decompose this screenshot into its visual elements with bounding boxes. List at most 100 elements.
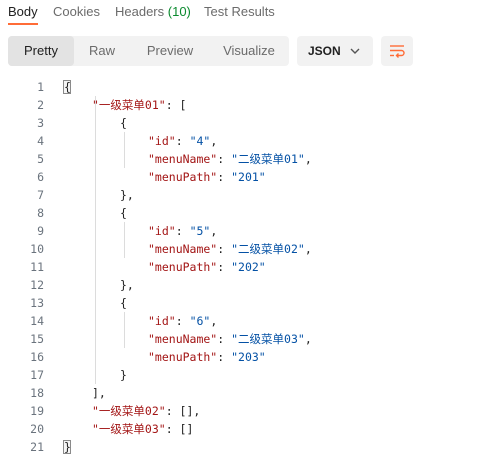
code-line: 10"menuName": "二级菜单02", [0, 240, 490, 258]
json-punctuation: } [64, 440, 71, 454]
json-key: "一级菜单02" [92, 404, 166, 418]
code-line: 15 "menuName": "二级菜单03", [0, 330, 490, 348]
code-text: { [120, 114, 127, 132]
line-number: 3 [37, 116, 44, 130]
line-number: 21 [30, 440, 44, 454]
json-key: "menuPath" [148, 350, 218, 364]
code-line: 20 "一级菜单03": [] [0, 420, 490, 438]
line-number: 11 [30, 260, 44, 274]
tab-headers-label: Headers [115, 4, 165, 19]
code-line: 19 "一级菜单02": [], [0, 402, 490, 420]
json-punctuation: : [217, 170, 232, 184]
line-number: 8 [37, 206, 44, 220]
json-punctuation: }, [120, 188, 134, 202]
line-number: 20 [30, 422, 44, 436]
json-key: "一级菜单01" [92, 98, 166, 112]
json-punctuation: : [] [165, 422, 194, 436]
tab-headers[interactable]: Headers (10) [115, 4, 191, 20]
line-number: 15 [30, 332, 44, 346]
line-number: 17 [30, 368, 44, 382]
json-punctuation: : [], [165, 404, 201, 418]
json-punctuation: : [217, 242, 232, 256]
indent-guide [124, 312, 125, 348]
json-string: "6" [189, 314, 211, 328]
json-string: "202" [231, 260, 266, 274]
bracket-match-highlight [63, 80, 71, 94]
line-number: 12 [30, 278, 44, 292]
view-mode-selector: Pretty Raw Preview Visualize [8, 36, 289, 66]
json-punctuation: : [217, 260, 232, 274]
tab-cookies[interactable]: Cookies [53, 4, 100, 19]
code-text: { [120, 204, 127, 222]
line-number: 1 [37, 80, 44, 94]
json-punctuation: , [210, 134, 218, 148]
format-dropdown[interactable]: JSON [297, 36, 373, 66]
active-tab-indicator [8, 23, 38, 25]
line-number: 6 [37, 170, 44, 184]
preview-button[interactable]: Preview [146, 43, 194, 58]
code-line: 6 "menuPath": "201" [0, 168, 490, 186]
json-punctuation: { [120, 116, 127, 130]
json-string: "201" [231, 170, 266, 184]
line-number: 7 [37, 188, 44, 202]
line-number: 19 [30, 404, 44, 418]
code-text: "menuPath": "203" [148, 348, 266, 366]
json-punctuation: ], [92, 386, 106, 400]
line-number: 16 [30, 350, 44, 364]
chevron-down-icon [350, 48, 360, 54]
line-number: 5 [37, 152, 44, 166]
raw-button[interactable]: Raw [88, 43, 115, 58]
indent-guide [124, 222, 125, 258]
code-line: 14 "id": "6", [0, 312, 490, 330]
json-string: "4" [189, 134, 211, 148]
code-line: 5 "menuName": "二级菜单01", [0, 150, 490, 168]
json-punctuation: , [304, 242, 312, 256]
code-line: 3{ [0, 114, 490, 132]
code-line: 21} [0, 438, 490, 456]
json-string: "二级菜单01" [231, 152, 305, 166]
visualize-button[interactable]: Visualize [223, 43, 275, 58]
line-number: 18 [30, 386, 44, 400]
json-key: "menuPath" [148, 260, 218, 274]
code-line: 8{ [0, 204, 490, 222]
code-text: "id": "6", [148, 312, 217, 330]
line-number: 14 [30, 314, 44, 328]
code-text: "一级菜单02": [], [92, 402, 200, 420]
code-text: "id": "4", [148, 132, 217, 150]
response-body-editor[interactable]: 1{2"一级菜单01": [3{4"id": "4",5"menuName": … [0, 78, 490, 470]
code-text: ], [92, 384, 106, 402]
tab-test-results[interactable]: Test Results [204, 4, 275, 19]
code-text: "menuPath": "201" [148, 168, 266, 186]
pretty-button[interactable]: Pretty [8, 36, 74, 66]
code-text: "一级菜单01": [ [92, 96, 186, 114]
headers-count-badge: (10) [167, 4, 191, 19]
wrap-lines-button[interactable] [381, 36, 413, 66]
code-line: 17} [0, 366, 490, 384]
code-text: "menuName": "二级菜单03", [148, 330, 312, 348]
tab-body[interactable]: Body [8, 4, 38, 19]
indent-guide [95, 96, 96, 384]
json-key: "id" [148, 314, 176, 328]
code-text: "一级菜单03": [] [92, 420, 193, 438]
code-line: 16 "menuPath": "203" [0, 348, 490, 366]
json-punctuation: { [120, 296, 127, 310]
code-line: 18], [0, 384, 490, 402]
code-text: }, [120, 186, 134, 204]
code-line: 13 { [0, 294, 490, 312]
json-string: "5" [189, 224, 211, 238]
line-number: 10 [30, 242, 44, 256]
code-line: 4 "id": "4", [0, 132, 490, 150]
json-key: "id" [148, 134, 176, 148]
code-text: { [64, 78, 71, 96]
json-key: "menuName" [148, 332, 218, 346]
response-tabs: Body Cookies Headers (10) Test Results [0, 0, 490, 26]
json-punctuation: { [120, 206, 127, 220]
json-key: "一级菜单03" [92, 422, 166, 436]
line-number: 4 [37, 134, 44, 148]
code-text: "menuName": "二级菜单01", [148, 150, 312, 168]
json-punctuation: , [210, 314, 218, 328]
code-text: } [120, 366, 127, 384]
code-text: }, [120, 276, 134, 294]
format-dropdown-value: JSON [308, 44, 341, 58]
line-number: 13 [30, 296, 44, 310]
